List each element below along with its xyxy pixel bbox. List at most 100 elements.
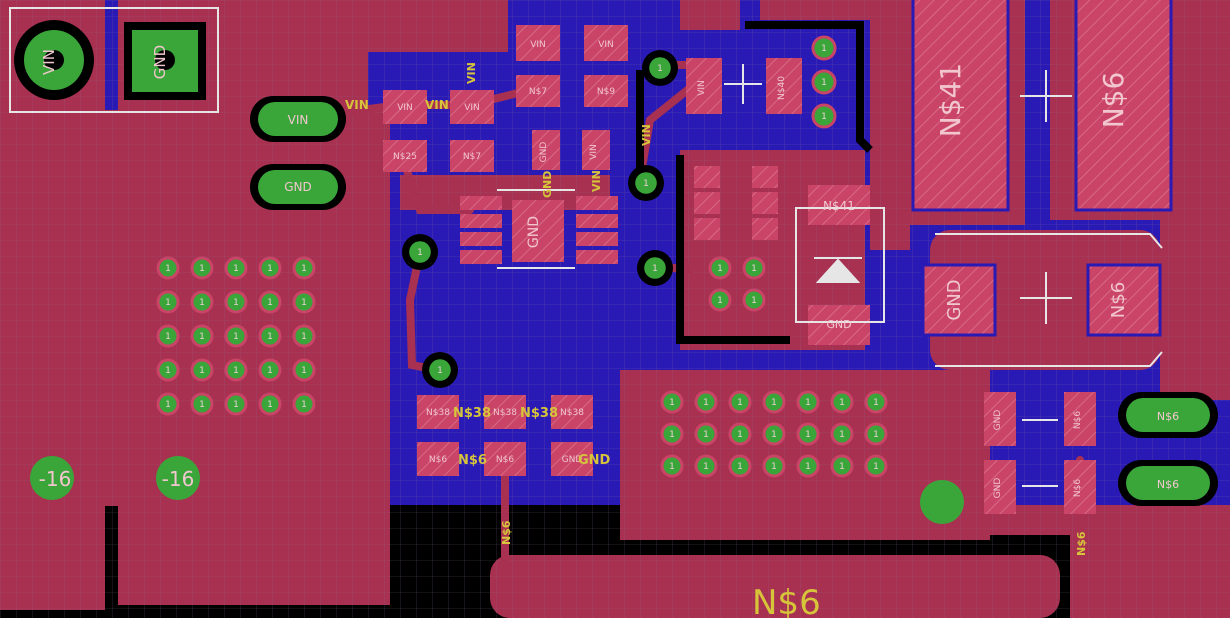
via-label-37: 1 bbox=[839, 430, 845, 440]
through-hole-connectors bbox=[14, 20, 1218, 524]
via-label-56: 1 bbox=[652, 264, 658, 274]
via-label-57: 1 bbox=[657, 64, 663, 74]
pad-label-gnd-1: GND bbox=[539, 142, 549, 163]
via-44 bbox=[830, 454, 854, 478]
via-38 bbox=[864, 422, 888, 446]
gnd-connector-label: GND bbox=[151, 45, 169, 79]
net-label-vin-3: VIN bbox=[465, 62, 478, 84]
net-label-n38-2: N$38 bbox=[520, 406, 558, 421]
pad-label-n7-1: N$7 bbox=[529, 87, 547, 97]
via-label-13: 1 bbox=[267, 332, 273, 342]
via-label-12: 1 bbox=[233, 332, 239, 342]
via-17 bbox=[224, 358, 248, 382]
via-label-4: 1 bbox=[301, 264, 307, 274]
minus16-label-1: -16 bbox=[39, 467, 72, 491]
pad-label-vin-6: VIN bbox=[697, 80, 707, 96]
gnd-diode-label: GND bbox=[826, 318, 851, 331]
via-10 bbox=[156, 324, 180, 348]
pad-label-n25: N$25 bbox=[393, 152, 417, 162]
pad-label-vin-4: VIN bbox=[464, 103, 480, 113]
pad-label-n40: N$40 bbox=[777, 76, 787, 100]
via-19 bbox=[292, 358, 316, 382]
via-label-52: 1 bbox=[821, 112, 827, 122]
via-1 bbox=[190, 256, 214, 280]
via-label-19: 1 bbox=[301, 366, 307, 376]
via-label-51: 1 bbox=[821, 78, 827, 88]
via-label-14: 1 bbox=[301, 332, 307, 342]
via-label-41: 1 bbox=[737, 462, 743, 472]
via-30 bbox=[830, 390, 854, 414]
via-24 bbox=[292, 392, 316, 416]
n41-diode-label: N$41 bbox=[823, 199, 855, 213]
via-31 bbox=[864, 390, 888, 414]
via-label-26: 1 bbox=[703, 398, 709, 408]
pad-label-vin-2: VIN bbox=[598, 40, 614, 50]
via-label-31: 1 bbox=[873, 398, 879, 408]
via-label-42: 1 bbox=[771, 462, 777, 472]
via-label-2: 1 bbox=[233, 264, 239, 274]
via-label-6: 1 bbox=[199, 298, 205, 308]
via-label-39: 1 bbox=[669, 462, 675, 472]
via-label-16: 1 bbox=[199, 366, 205, 376]
via-54 bbox=[422, 352, 458, 388]
pad-label-n38-1: N$38 bbox=[426, 408, 450, 418]
via-label-27: 1 bbox=[737, 398, 743, 408]
pad-labels: VIN VIN N$7 N$9 VIN VIN N$25 N$7 GND VIN… bbox=[393, 40, 1083, 498]
via-48 bbox=[708, 288, 732, 312]
vin-pad-label: VIN bbox=[288, 113, 309, 127]
net-label-vin-2: VIN bbox=[425, 98, 449, 112]
net-label-gnd-2: GND bbox=[578, 453, 611, 468]
pad-label-gnd-3: GND bbox=[993, 410, 1003, 431]
via-47 bbox=[742, 256, 766, 280]
via-37 bbox=[830, 422, 854, 446]
pad-label-vin-5: VIN bbox=[589, 144, 599, 160]
via-42 bbox=[762, 454, 786, 478]
via-label-20: 1 bbox=[165, 400, 171, 410]
via-label-47: 1 bbox=[751, 264, 757, 274]
via-label-7: 1 bbox=[233, 298, 239, 308]
pad-label-n6-1: N$6 bbox=[429, 455, 447, 465]
via-39 bbox=[660, 454, 684, 478]
via-label-10: 1 bbox=[165, 332, 171, 342]
via-50 bbox=[811, 35, 837, 61]
pad-label-n38-3: N$38 bbox=[560, 408, 584, 418]
via-label-36: 1 bbox=[805, 430, 811, 440]
via-6 bbox=[190, 290, 214, 314]
via-14 bbox=[292, 324, 316, 348]
via-29 bbox=[796, 390, 820, 414]
via-label-33: 1 bbox=[703, 430, 709, 440]
via-label-30: 1 bbox=[839, 398, 845, 408]
net-label-gnd-1: GND bbox=[541, 171, 554, 198]
via-label-40: 1 bbox=[703, 462, 709, 472]
via-32 bbox=[660, 422, 684, 446]
via-label-35: 1 bbox=[771, 430, 777, 440]
via-23 bbox=[258, 392, 282, 416]
vin-connector-label: VIN bbox=[40, 49, 58, 75]
large-smd-pads bbox=[512, 0, 1173, 345]
via-label-23: 1 bbox=[267, 400, 273, 410]
via-label-46: 1 bbox=[717, 264, 723, 274]
via-label-15: 1 bbox=[165, 366, 171, 376]
via-label-48: 1 bbox=[717, 296, 723, 306]
via-27 bbox=[728, 390, 752, 414]
via-13 bbox=[258, 324, 282, 348]
via-12 bbox=[224, 324, 248, 348]
via-8 bbox=[258, 290, 282, 314]
via-label-55: 1 bbox=[643, 179, 649, 189]
net-label-vin-1: VIN bbox=[345, 98, 369, 112]
n6-pad-label-2: N$6 bbox=[1157, 478, 1179, 491]
via-label-3: 1 bbox=[267, 264, 273, 274]
via-52 bbox=[811, 103, 837, 129]
via-label-50: 1 bbox=[821, 44, 827, 54]
pad-label-vin-3: VIN bbox=[397, 103, 413, 113]
pad-label-vin-1: VIN bbox=[530, 40, 546, 50]
via-label-25: 1 bbox=[669, 398, 675, 408]
connector-labels: VIN GND VIN GND N$6 N$6 N$41 N$6 GND N$6… bbox=[39, 45, 1179, 491]
net-name-labels: VIN VIN VIN GND VIN VIN N$38 N$38 N$6 GN… bbox=[345, 62, 1088, 618]
n6-big-label: N$6 bbox=[1097, 72, 1130, 129]
via-40 bbox=[694, 454, 718, 478]
via-26 bbox=[694, 390, 718, 414]
n6-big-pad-label: N$6 bbox=[1108, 282, 1129, 318]
